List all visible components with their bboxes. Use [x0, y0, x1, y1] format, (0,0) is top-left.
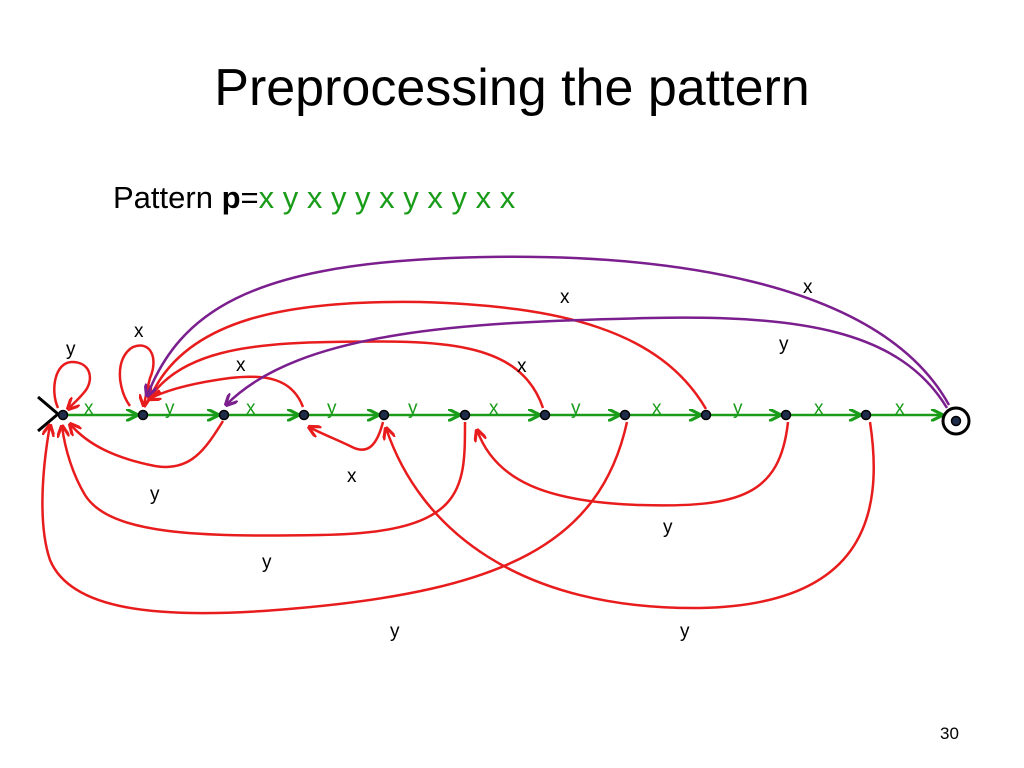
state-1 — [137, 409, 149, 421]
state-10 — [860, 409, 872, 421]
forward-label-4: y — [408, 398, 418, 419]
label-s11-to-5: y — [680, 621, 690, 642]
pattern-symbol: p — [221, 180, 241, 215]
page-number: 30 — [940, 724, 959, 743]
label-s6-to-0: y — [262, 552, 272, 573]
forward-label-10: x — [895, 398, 905, 419]
forward-label-8: y — [733, 398, 743, 419]
final-back-edges — [147, 255, 951, 409]
state-6 — [539, 409, 551, 421]
forward-label-6: y — [571, 398, 581, 419]
forward-label-9: x — [814, 398, 824, 419]
edge-8-to-0 — [41, 421, 629, 615]
slide-title: Preprocessing the pattern — [214, 59, 810, 117]
state-5 — [459, 409, 471, 421]
label-self-loop-1: x — [134, 321, 144, 342]
state-8 — [700, 409, 712, 421]
edge-5-to-3 — [309, 421, 385, 451]
edge-10-to-6 — [477, 421, 790, 507]
edge-4-to-1 — [149, 375, 305, 408]
state-0 — [57, 409, 69, 421]
label-s8-to-0: y — [390, 621, 400, 642]
state-3 — [298, 409, 310, 421]
forward-label-1: y — [165, 398, 175, 419]
pattern-definition: Pattern p=x y x y y x y x y x x — [113, 182, 515, 213]
edge-9-to-1 — [150, 300, 708, 410]
label-final-to-1: x — [803, 277, 813, 298]
state-9 — [780, 409, 792, 421]
label-s10-to-6: y — [663, 517, 673, 538]
state-7 — [619, 409, 631, 421]
pattern-sequence: x y x y y x y x y x x — [258, 180, 516, 215]
self-loop-state-1 — [118, 344, 155, 406]
self-loop-state-0 — [53, 360, 92, 409]
final-state — [941, 406, 971, 436]
forward-label-2: x — [246, 398, 256, 419]
failure-edges — [41, 300, 875, 615]
edge-final-to-2 — [226, 316, 949, 409]
pattern-equals: = — [240, 180, 259, 215]
state-2 — [218, 409, 230, 421]
edge-6-to-0 — [62, 421, 467, 537]
edge-7-to-1 — [150, 340, 545, 409]
edge-3-to-0 — [70, 420, 225, 469]
forward-label-7: x — [652, 398, 662, 419]
edge-11-to-5 — [386, 421, 875, 610]
label-final-to-2: y — [779, 334, 789, 355]
states — [57, 409, 872, 421]
pattern-prefix: Pattern — [113, 180, 222, 215]
forward-label-5: x — [489, 398, 499, 419]
forward-label-0: x — [84, 398, 94, 419]
edge-final-to-1 — [147, 255, 951, 406]
label-s3-to-0: y — [150, 484, 160, 505]
label-s9-to-1: x — [560, 287, 570, 308]
label-self-loop-0: y — [66, 339, 76, 360]
forward-label-3: y — [327, 398, 337, 419]
label-s7-to-1: x — [517, 356, 527, 377]
label-s4-to-1: x — [236, 355, 246, 376]
state-4 — [378, 409, 390, 421]
label-s5-to-3: x — [347, 466, 357, 487]
